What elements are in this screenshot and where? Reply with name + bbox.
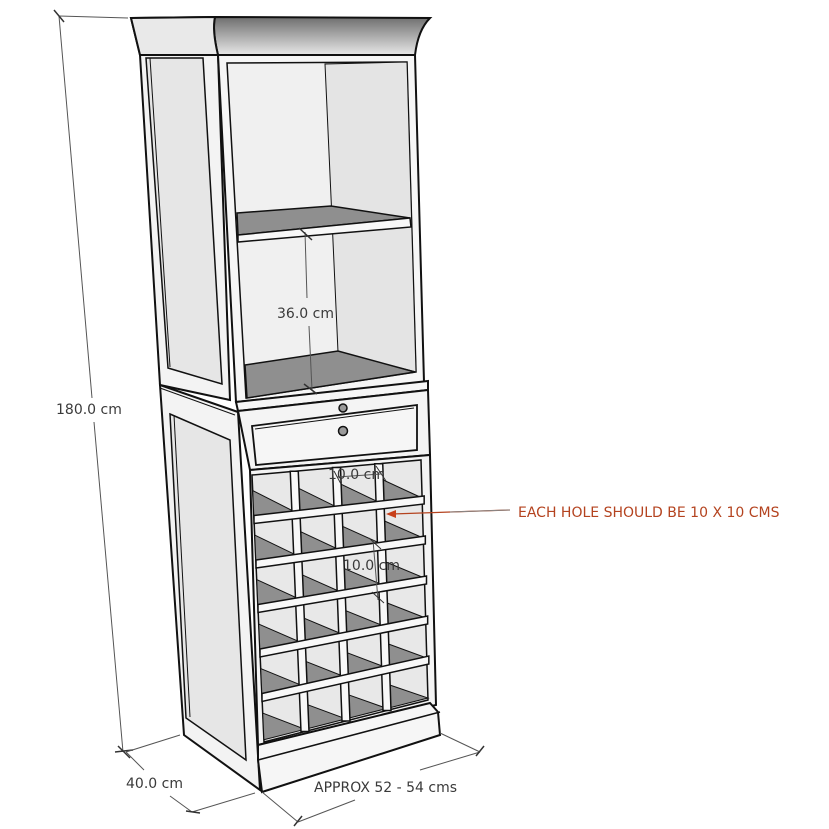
shelf-gap-dimension-line: [298, 227, 318, 395]
plinth: [257, 701, 442, 794]
rack-rail-horizontal: [253, 495, 425, 525]
hole-height-dimension-label: 10.0 cm: [343, 558, 400, 574]
annotation-arrow: [386, 509, 511, 518]
cabinet-crown: [129, 15, 433, 56]
drawer-knob-icon: [337, 425, 349, 437]
rack-rail-horizontal: [255, 535, 427, 569]
rack-rail-horizontal: [259, 615, 429, 658]
height-dimension-line: [53, 9, 134, 759]
shelf-gap-dimension-label: 36.0 cm: [277, 306, 334, 322]
upper-open-shelves: [216, 54, 426, 404]
rack-rail-horizontal: [261, 655, 430, 703]
width-dimension-label: APPROX 52 - 54 cms: [314, 780, 458, 796]
rack-cell-shadow: [262, 712, 307, 741]
hole-width-dimension-label: 10.0 cm: [328, 467, 385, 483]
drawer-knob-icon: [338, 403, 348, 413]
depth-dimension-line: [125, 734, 256, 814]
wine-rack-cells: [252, 463, 430, 741]
cabinet-side-upper: [129, 15, 232, 402]
cabinet-side-lower: [158, 383, 262, 793]
drawer[interactable]: [236, 388, 432, 472]
depth-dimension-label: 40.0 cm: [126, 776, 183, 792]
hole-dimension-lines: [333, 465, 387, 604]
hole-size-note: EACH HOLE SHOULD BE 10 X 10 CMS: [518, 505, 780, 521]
width-dimension-line: [261, 732, 485, 827]
rack-rail-horizontal: [257, 575, 428, 614]
height-dimension-label: 180.0 cm: [56, 402, 122, 418]
